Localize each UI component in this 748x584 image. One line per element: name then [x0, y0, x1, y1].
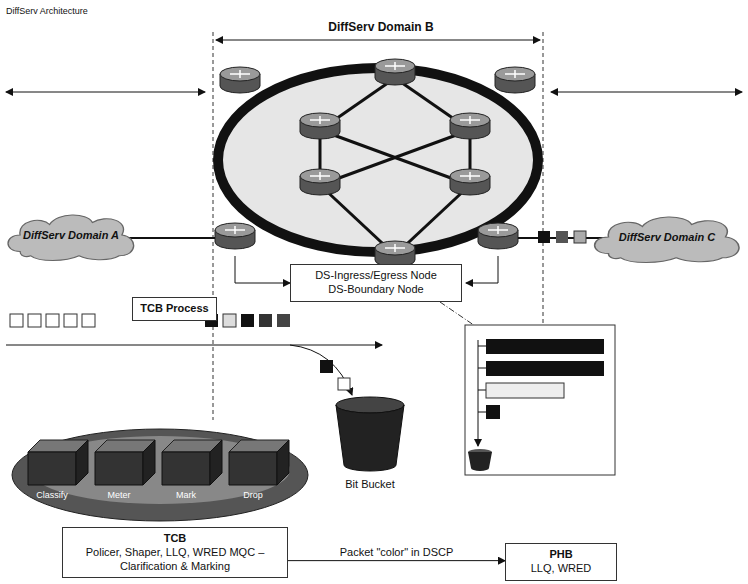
- flow-arrow: [288, 560, 505, 561]
- bucket-label: Bit Bucket: [345, 478, 395, 490]
- node-text: Policer, Shaper, LLQ, WRED MQC – Clarifi…: [69, 546, 281, 574]
- diagram-title: DiffServ Architecture: [6, 6, 88, 16]
- domain-label: DiffServ Domain B: [325, 20, 436, 34]
- node-text: TCB: [69, 532, 281, 546]
- domain-cloud: DiffServ Domain C: [590, 212, 744, 264]
- tcb-process-box: TCB Process: [132, 297, 217, 321]
- edge-label: Packet "color" in DSCP: [338, 546, 456, 558]
- device-label: Classify: [36, 490, 68, 500]
- node-text: PHB: [512, 548, 610, 562]
- node-text: DiffServ Domain C: [590, 231, 744, 245]
- node-text: DS-Ingress/Egress Node: [297, 269, 455, 283]
- device-label: Drop: [243, 490, 263, 500]
- boundary-node-box: DS-Ingress/Egress NodeDS-Boundary Node: [290, 264, 462, 302]
- node-text: DS-Boundary Node: [297, 283, 455, 297]
- device-label: Meter: [107, 490, 130, 500]
- phb-box: PHBLLQ, WRED: [505, 543, 617, 581]
- node-text: TCB Process: [139, 302, 210, 316]
- tcb-box: TCBPolicer, Shaper, LLQ, WRED MQC – Clar…: [62, 527, 288, 578]
- domain-cloud: DiffServ Domain A: [4, 210, 138, 262]
- node-text: DiffServ Domain A: [4, 229, 138, 243]
- device-label: Mark: [176, 490, 196, 500]
- node-text: LLQ, WRED: [512, 562, 610, 576]
